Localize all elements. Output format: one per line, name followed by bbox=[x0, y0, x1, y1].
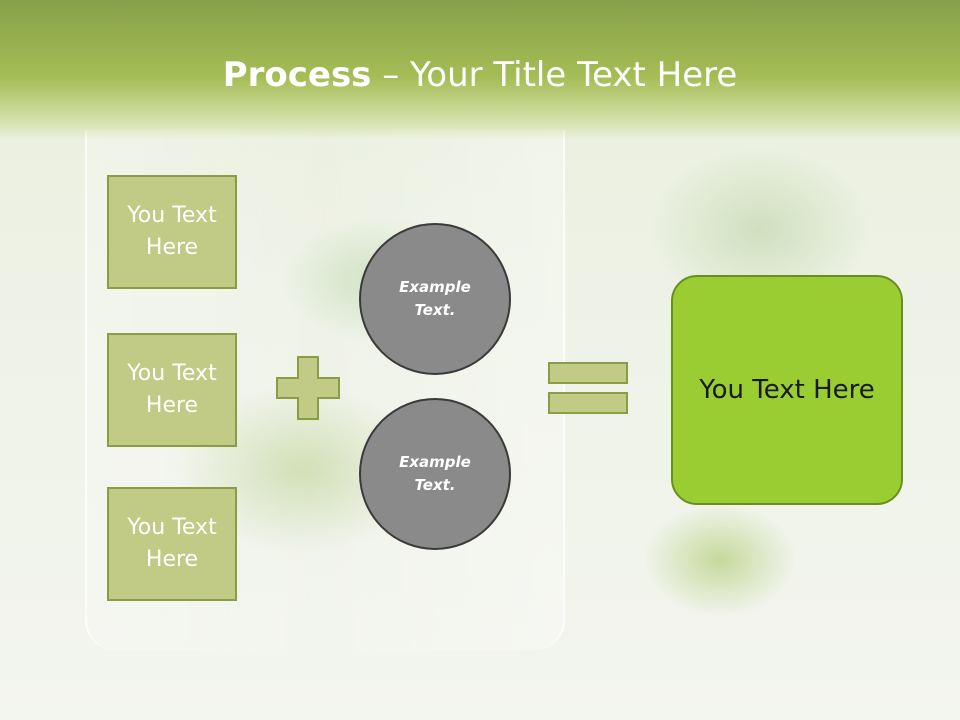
input-box-2[interactable]: You Text Here bbox=[107, 333, 237, 447]
example-circle-1[interactable]: Example Text. bbox=[359, 223, 511, 375]
plus-icon bbox=[276, 356, 340, 420]
result-box[interactable]: You Text Here bbox=[671, 275, 903, 505]
result-label: You Text Here bbox=[699, 375, 875, 405]
input-box-3[interactable]: You Text Here bbox=[107, 487, 237, 601]
input-box-1[interactable]: You Text Here bbox=[107, 175, 237, 289]
input-box-label: You Text Here bbox=[127, 203, 217, 260]
equals-icon bbox=[548, 362, 628, 414]
input-box-label: You Text Here bbox=[127, 361, 217, 418]
title-rest: – Your Title Text Here bbox=[371, 55, 738, 95]
example-circle-2[interactable]: Example Text. bbox=[359, 398, 511, 550]
title-bold: Process bbox=[222, 55, 372, 95]
example-circle-label: Example Text. bbox=[399, 453, 471, 494]
title-bar bbox=[0, 0, 960, 140]
input-box-label: You Text Here bbox=[127, 515, 217, 572]
slide-title: Process – Your Title Text Here bbox=[0, 52, 960, 98]
example-circle-label: Example Text. bbox=[399, 278, 471, 319]
